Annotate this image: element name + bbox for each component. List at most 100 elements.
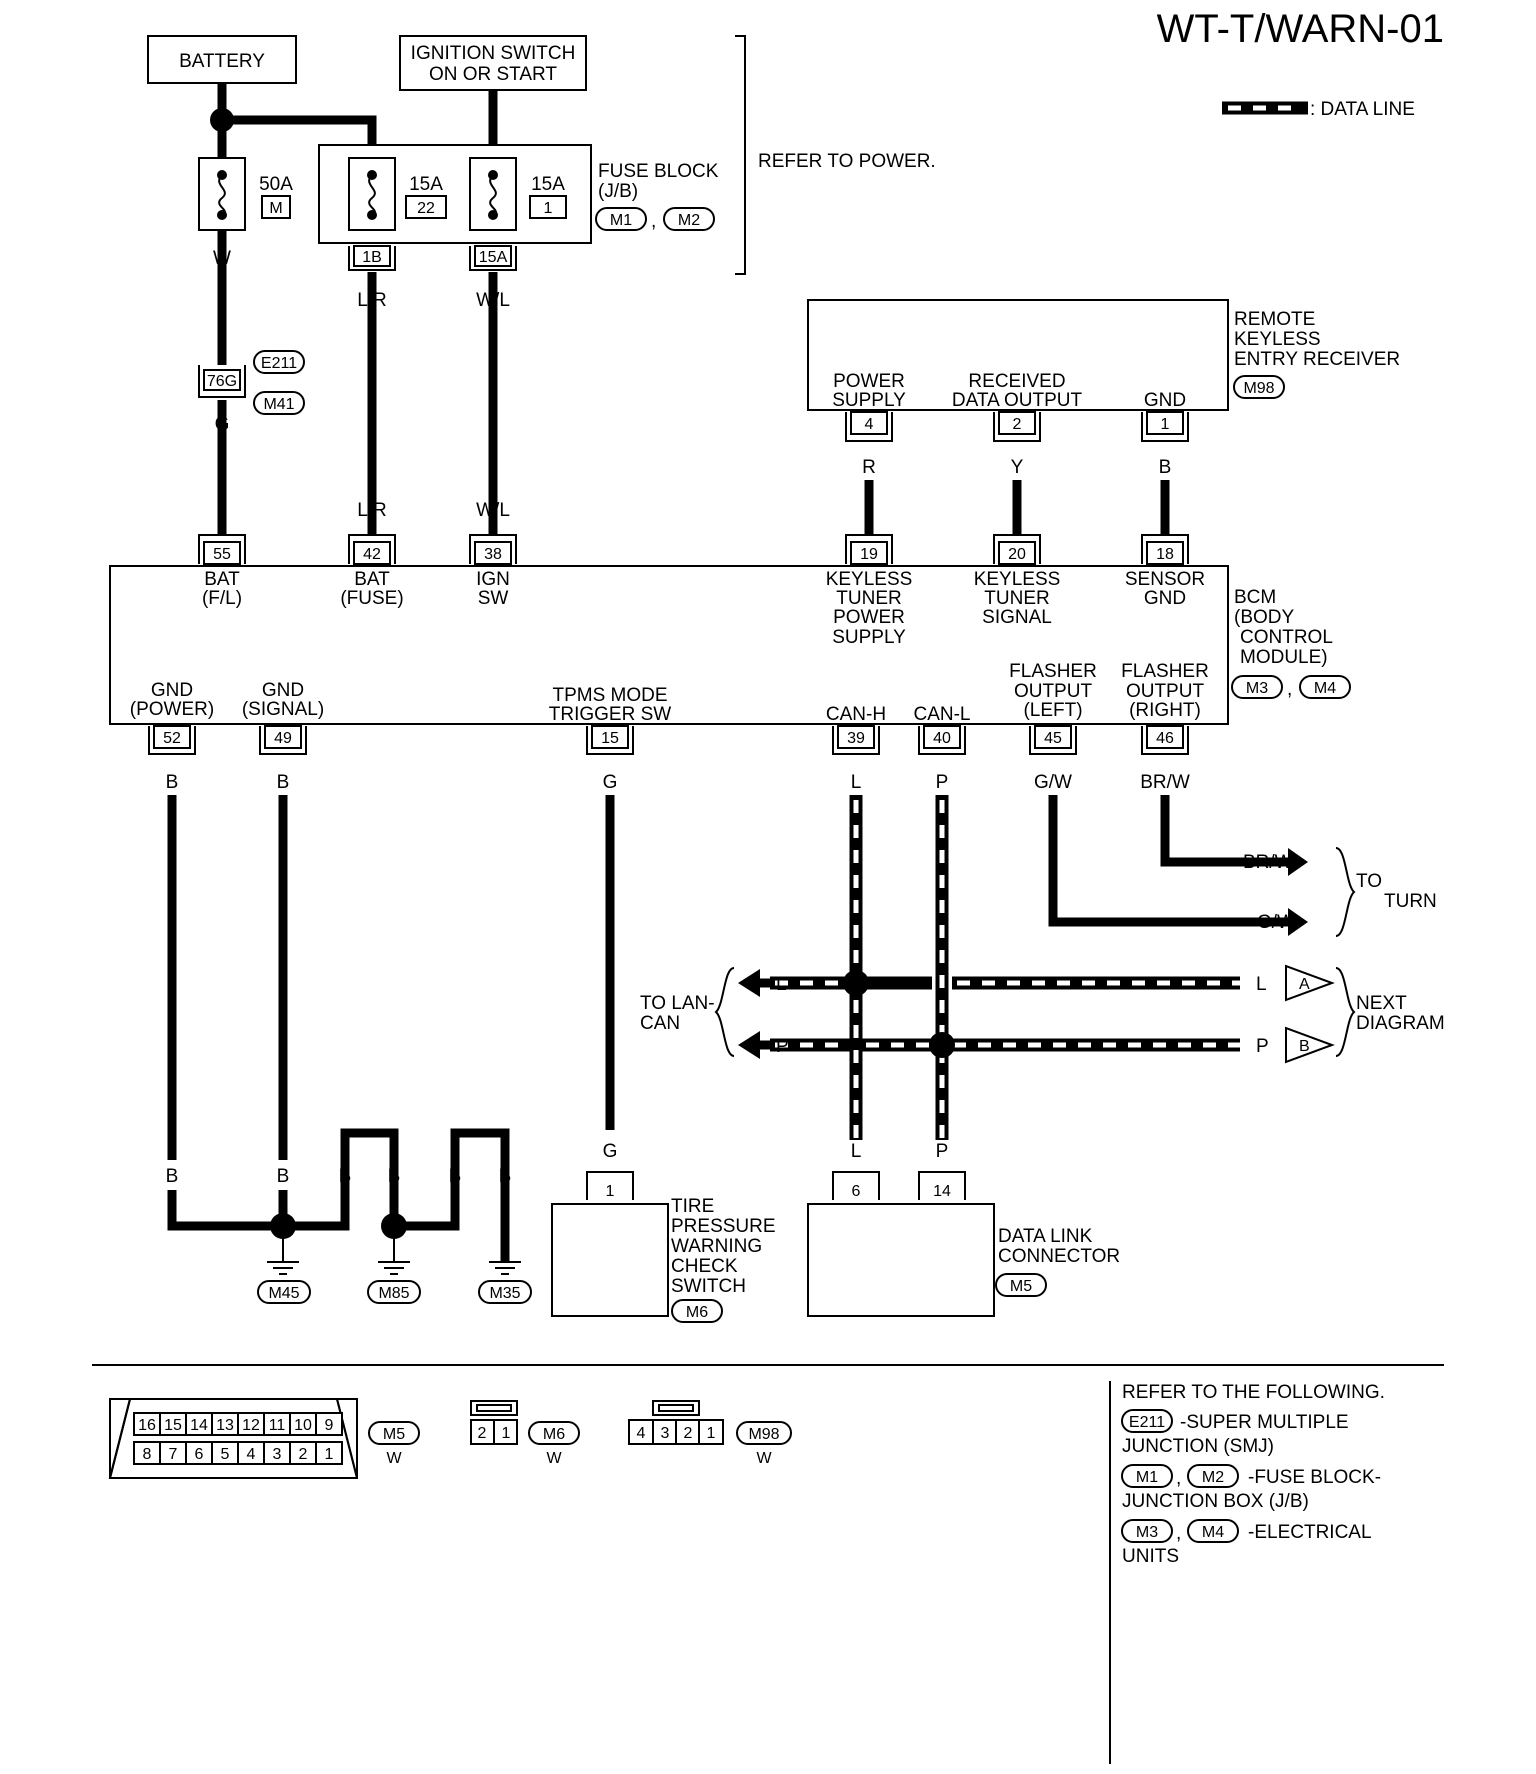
rx-pin1-num: 1 xyxy=(1161,416,1170,433)
dlc-wire-p-label: P xyxy=(936,1141,949,1162)
bcm-pin-49-l1: GND xyxy=(262,680,304,701)
next-arrow-b xyxy=(1285,1026,1335,1064)
conn-m2-tag xyxy=(663,207,715,231)
refer-heading: REFER TO THE FOLLOWING. xyxy=(1122,1382,1385,1403)
ground-m35-text: M35 xyxy=(489,1285,520,1302)
bcm-pin-45 xyxy=(1029,725,1077,755)
bcm-pin-39 xyxy=(832,725,880,755)
m6-view-text: M6 xyxy=(543,1426,565,1443)
wire-b-rx-label: B xyxy=(1159,457,1172,478)
bcm-pin-46-l2: OUTPUT xyxy=(1126,681,1205,702)
bcm-pin-18-l2: GND xyxy=(1144,588,1186,609)
rx-pin2-num: 2 xyxy=(1013,416,1022,433)
next-arrow-a-label: A xyxy=(1299,976,1310,993)
bcm-pin-42-l2: (FUSE) xyxy=(340,588,403,609)
bcm-pin-40 xyxy=(918,725,966,755)
wire-wl-bottom-label: W/L xyxy=(476,500,510,521)
fuse-22-amp: 15A xyxy=(409,174,443,195)
conn-m98-tag xyxy=(1233,375,1285,399)
m5-pin-6: 6 xyxy=(195,1446,204,1463)
rx-pin1-label2: GND xyxy=(1144,390,1186,411)
m5-pin-row-bottom xyxy=(133,1441,343,1465)
refer-m34-sep: , xyxy=(1176,1523,1181,1544)
bcm-pin-55-num: 55 xyxy=(213,546,231,563)
gnd-b-2-label: B xyxy=(277,1166,290,1187)
m5-pin-8: 8 xyxy=(143,1446,152,1463)
dlc-label-line1: DATA LINK xyxy=(998,1226,1093,1247)
turn-label-line1: TO xyxy=(1356,871,1382,892)
m5-pin-15: 15 xyxy=(164,1417,182,1434)
conn-m4-text: M4 xyxy=(1314,680,1336,697)
refer-m4-text: M4 xyxy=(1202,1524,1224,1541)
dlc-box xyxy=(807,1203,995,1317)
battery-box xyxy=(147,35,297,84)
tpms-label-line3: WARNING xyxy=(671,1236,762,1257)
refer-to-power-label: REFER TO POWER. xyxy=(758,151,936,172)
conn-m4-tag xyxy=(1299,675,1351,699)
refer-e211-text: E211 xyxy=(1129,1414,1165,1431)
turn-arrow-right xyxy=(1288,848,1308,876)
m5-pin-13: 13 xyxy=(216,1417,234,1434)
m5-pin-7: 7 xyxy=(169,1446,178,1463)
lan-wire-p-label: P xyxy=(776,1036,789,1057)
conn-m5-text: M5 xyxy=(1010,1278,1032,1295)
wire-p-40-label: P xyxy=(936,772,949,793)
tpms-label-line4: CHECK xyxy=(671,1256,738,1277)
m5-pin-2: 2 xyxy=(299,1446,308,1463)
wire-g-label: G xyxy=(215,414,230,435)
next-wire-p-label: P xyxy=(1256,1036,1269,1057)
bcm-pin-42 xyxy=(348,534,396,565)
bcm-pin-15-l2: TRIGGER SW xyxy=(549,704,672,725)
bcm-pin-49-l2: (SIGNAL) xyxy=(242,699,324,720)
bcm-pin-19-l3: POWER xyxy=(833,607,905,628)
m5-pin-12: 12 xyxy=(242,1417,260,1434)
turn-bracket xyxy=(1335,847,1356,937)
wire-r-label: R xyxy=(862,457,876,478)
conn-m6-tag xyxy=(671,1299,723,1323)
wire-brw-46-label: BR/W xyxy=(1140,772,1190,793)
conn-m41-tag xyxy=(253,391,305,415)
fuse-50a-id: M xyxy=(269,200,282,217)
bcm-pin-20-l3: SIGNAL xyxy=(982,607,1052,628)
m5-pin-16: 16 xyxy=(138,1417,156,1434)
m98-view-text: M98 xyxy=(748,1426,779,1443)
rx-pin4-label1: POWER xyxy=(833,371,905,392)
m98-view-color: W xyxy=(756,1450,772,1467)
next-bracket xyxy=(1335,967,1356,1057)
next-wire-l-label: L xyxy=(1256,974,1267,995)
refer-m12-desc2: JUNCTION BOX (J/B) xyxy=(1122,1491,1309,1512)
refer-m1-text: M1 xyxy=(1136,1469,1158,1486)
diagram-title: WT-T/WARN-01 xyxy=(1157,7,1444,51)
power-bracket xyxy=(735,35,746,275)
bcm-pin-15-num: 15 xyxy=(601,730,619,747)
bcm-pin-49-num: 49 xyxy=(274,730,292,747)
rx-pin4-label2: SUPPLY xyxy=(832,390,906,411)
dlc-label-line2: CONNECTOR xyxy=(998,1246,1120,1267)
ignition-label-line2: ON OR START xyxy=(429,64,557,85)
bcm-pin-19-l2: TUNER xyxy=(836,588,901,609)
tpms-label-line2: PRESSURE xyxy=(671,1216,776,1237)
receiver-label-line1: REMOTE xyxy=(1234,309,1315,330)
refer-m3-text: M3 xyxy=(1136,1524,1158,1541)
dlc-pin-6: 6 xyxy=(852,1183,861,1200)
bcm-pin-18-num: 18 xyxy=(1156,546,1174,563)
bcm-pin-42-num: 42 xyxy=(363,546,381,563)
bcm-pin-42-l1: BAT xyxy=(354,569,390,590)
conn-m6-text: M6 xyxy=(686,1304,708,1321)
m98-pin-4: 4 xyxy=(637,1425,646,1442)
tpms-switch-box xyxy=(551,1203,669,1317)
conn-m2-text: M2 xyxy=(678,212,700,229)
m5-connector-face xyxy=(108,1398,358,1479)
bcm-pin-40-l2: CAN-L xyxy=(913,704,970,725)
ground-m45-text: M45 xyxy=(268,1285,299,1302)
bcm-pin-52 xyxy=(148,725,196,755)
tpms-label-line1: TIRE xyxy=(671,1196,714,1217)
tpms-pin-num: 1 xyxy=(606,1183,615,1200)
next-label-line2: DIAGRAM xyxy=(1356,1013,1445,1034)
bcm-pin-18-l1: SENSOR xyxy=(1125,569,1205,590)
turn-arrow-left xyxy=(1288,908,1308,936)
rx-pin2-label1: RECEIVED xyxy=(968,371,1065,392)
fuse-1-id: 1 xyxy=(544,200,553,217)
bcm-pin-45-num: 45 xyxy=(1044,730,1062,747)
wire-l-39-label: L xyxy=(851,772,862,793)
